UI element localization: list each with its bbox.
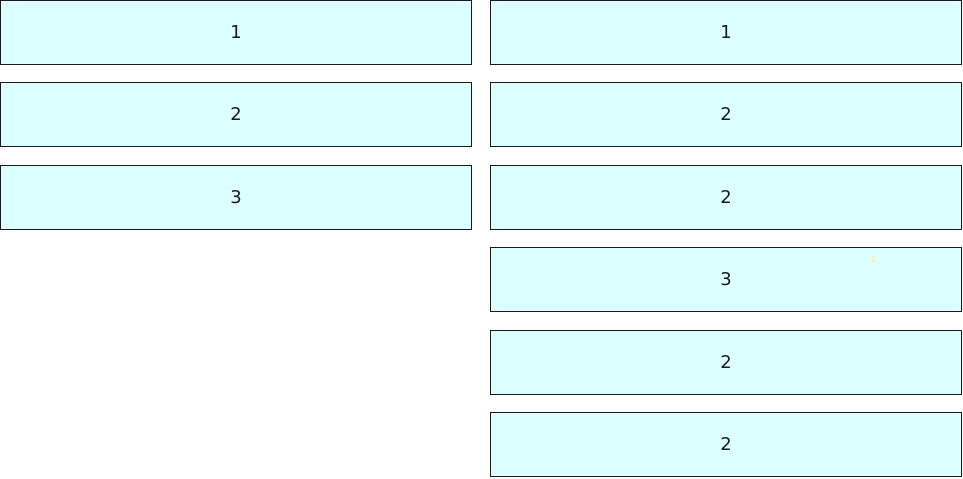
left-item-1[interactable]: 1 xyxy=(0,0,472,65)
right-item-3[interactable]: 2 xyxy=(490,165,962,230)
left-item-2[interactable]: 2 xyxy=(0,82,472,147)
right-item-5[interactable]: 2 xyxy=(490,330,962,395)
right-item-2[interactable]: 2 xyxy=(490,82,962,147)
right-item-1[interactable]: 1 xyxy=(490,0,962,65)
right-item-4[interactable]: 3 xyxy=(490,247,962,312)
left-item-3[interactable]: 3 xyxy=(0,165,472,230)
right-item-6[interactable]: 2 xyxy=(490,412,962,477)
cursor-artifact xyxy=(872,256,875,263)
